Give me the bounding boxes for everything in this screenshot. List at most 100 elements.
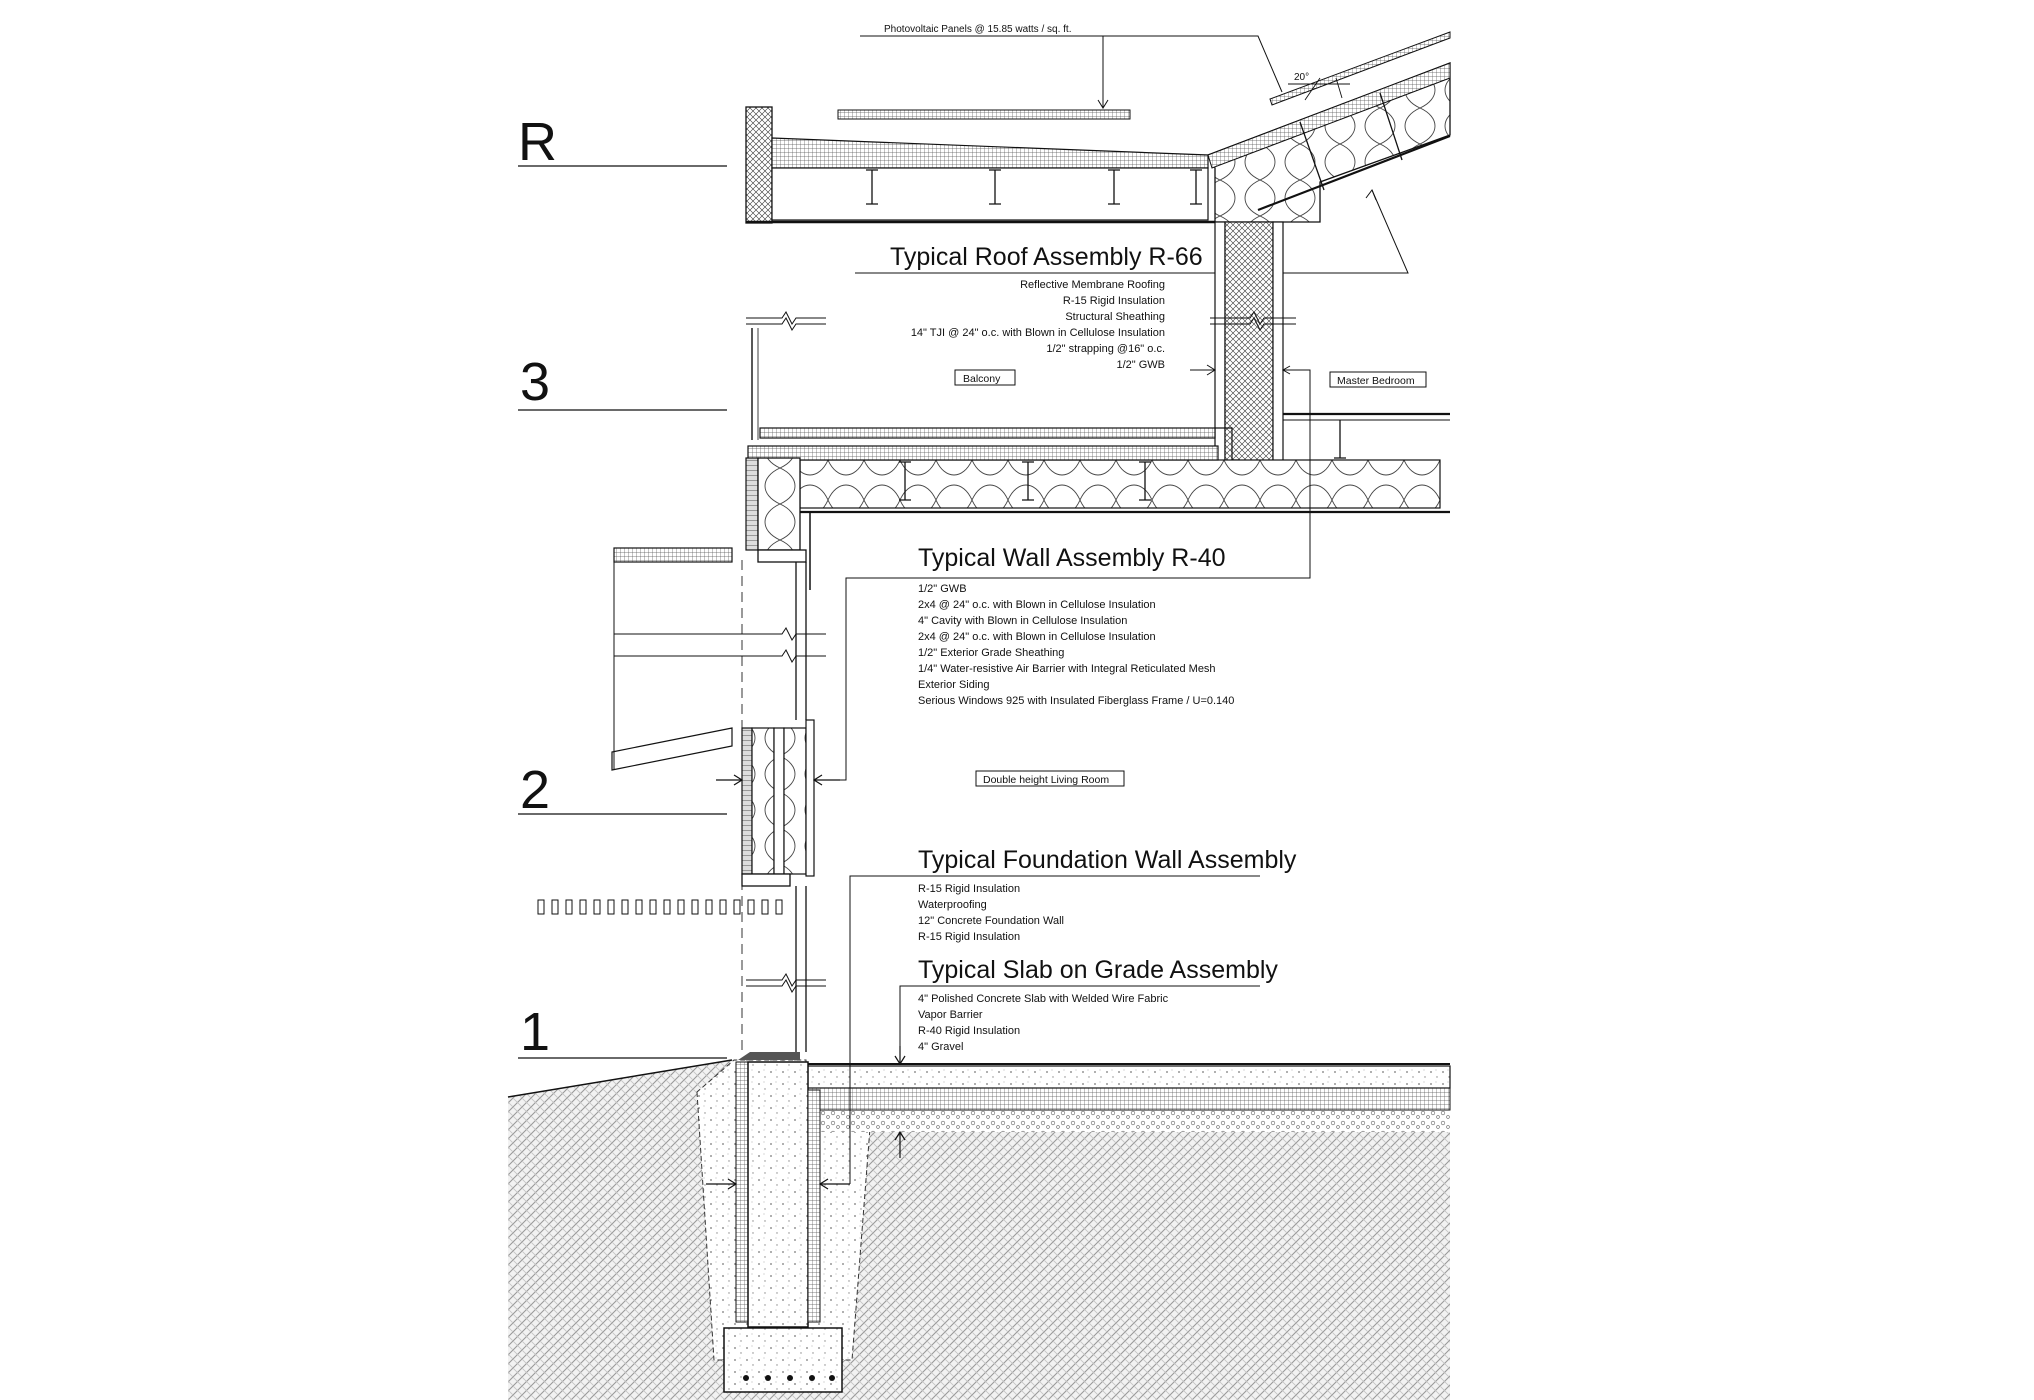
roof-assembly-label: Typical Roof Assembly R-66 Reflective Me… xyxy=(890,243,1203,371)
grade-line xyxy=(507,1059,733,1098)
wall-layer: Serious Windows 925 with Insulated Fiber… xyxy=(918,695,1234,707)
wall-label-leader xyxy=(840,369,1311,781)
foundation-layer: Waterproofing xyxy=(918,899,987,911)
master-bedroom-tag: Master Bedroom xyxy=(1337,375,1415,387)
slab-label-leader xyxy=(899,985,1260,1046)
wall-arrow-inner xyxy=(812,774,840,786)
room-tags: Balcony Master Bedroom Double height Liv… xyxy=(954,369,1427,787)
roof-assembly-drawing: Photovoltaic Panels @ 15.85 watts / sq. … xyxy=(745,24,1451,274)
balcony-tag-box xyxy=(954,369,1016,386)
roof-layer: 1/2" strapping @16" o.c. xyxy=(1046,343,1165,355)
sloped-roof-top-layer xyxy=(1207,62,1451,169)
master-bedroom-tag-box xyxy=(1329,371,1427,388)
slab-layer: R-40 Rigid Insulation xyxy=(918,1025,1020,1037)
roof-layer: 14" TJI @ 24" o.c. with Blown in Cellulo… xyxy=(911,327,1165,339)
wall-layer: 2x4 @ 24" o.c. with Blown in Cellulose I… xyxy=(918,599,1156,611)
roof-layer: Reflective Membrane Roofing xyxy=(1020,279,1165,291)
roof-label-leader xyxy=(855,189,1409,274)
pv-arrow xyxy=(1097,36,1109,109)
roof-angle-leader xyxy=(1304,77,1343,101)
concrete-slab xyxy=(799,1065,1451,1089)
foundation-assembly-title: Typical Foundation Wall Assembly xyxy=(918,846,1297,874)
pv-panel-sloped xyxy=(1269,31,1451,106)
level-markers: R 3 2 1 xyxy=(518,112,727,1062)
bedroom-wall-arrow xyxy=(1281,365,1291,375)
lower-wall-drawing xyxy=(537,364,1311,1184)
slab-layer: 4" Polished Concrete Slab with Welded Wi… xyxy=(918,993,1169,1005)
pv-leader xyxy=(860,35,1283,93)
wall-assembly-label: Typical Wall Assembly R-40 1/2" GWB 2x4 … xyxy=(918,544,1234,707)
level-1-label: 1 xyxy=(520,1002,550,1062)
bedroom-wall-insulation xyxy=(1224,221,1274,505)
foundation-layer: R-15 Rigid Insulation xyxy=(918,883,1020,895)
ground-and-foundation xyxy=(507,1046,1451,1400)
roof-tapered-insulation xyxy=(771,137,1209,169)
slab-layer: Vapor Barrier xyxy=(918,1009,983,1021)
wall-layer: 1/2" GWB xyxy=(918,583,967,595)
foundation-layer: R-15 Rigid Insulation xyxy=(918,931,1020,943)
sun-shade-upper xyxy=(613,547,733,563)
living-room-tag-box xyxy=(975,770,1125,787)
wall-layer: 2x4 @ 24" o.c. with Blown in Cellulose I… xyxy=(918,631,1156,643)
wall-layer: Exterior Siding xyxy=(918,679,990,691)
sloped-roof-ceiling xyxy=(1257,134,1451,212)
roof-tji-joists xyxy=(866,169,1202,205)
mid-wall-gwb xyxy=(805,719,815,877)
parapet xyxy=(745,106,773,224)
mid-wall-insulation-b xyxy=(783,727,807,875)
foundation-wall xyxy=(747,1061,809,1328)
sloped-roof-joists xyxy=(1299,92,1403,191)
sill-plate xyxy=(738,1052,800,1060)
wall-arrow-outer xyxy=(716,774,744,786)
window-head xyxy=(757,549,807,563)
slab-assembly-label: Typical Slab on Grade Assembly 4" Polish… xyxy=(918,956,1278,1053)
upper-exterior-wall xyxy=(757,457,801,551)
slab-arrow-up xyxy=(894,1130,906,1158)
slab-arrow-down xyxy=(894,1046,906,1066)
floor-joists xyxy=(899,420,1346,501)
floor-insulation xyxy=(799,459,1441,509)
wall-layer: 1/4" Water-resistive Air Barrier with In… xyxy=(918,663,1216,675)
roof-joist-zone xyxy=(771,167,1209,221)
deck-boards xyxy=(537,899,783,915)
roof-angle-label: 20° xyxy=(1294,72,1309,83)
break-lines xyxy=(614,311,1296,993)
wall-layer: 4" Cavity with Blown in Cellulose Insula… xyxy=(918,615,1127,627)
level-2-label: 2 xyxy=(520,760,550,820)
pv-panel-flat xyxy=(837,109,1131,120)
wall-assembly-title: Typical Wall Assembly R-40 xyxy=(918,544,1226,572)
upper-exterior-siding xyxy=(745,457,759,551)
bedroom-wall-arrow-left xyxy=(1190,364,1216,376)
balcony-deck xyxy=(759,427,1216,439)
level-3-label: 3 xyxy=(520,352,550,412)
roof-assembly-title: Typical Roof Assembly R-66 xyxy=(890,243,1203,271)
slab-insulation xyxy=(799,1087,1451,1111)
foundation-insulation-outer xyxy=(735,1061,749,1323)
third-floor-drawing xyxy=(611,221,1450,771)
sun-shade-lower xyxy=(611,727,733,771)
foundation-layer: 12" Concrete Foundation Wall xyxy=(918,915,1064,927)
living-room-tag: Double height Living Room xyxy=(983,774,1109,786)
roof-layer: Structural Sheathing xyxy=(1065,311,1165,323)
slab-assembly-title: Typical Slab on Grade Assembly xyxy=(918,956,1278,984)
roof-layer: R-15 Rigid Insulation xyxy=(1063,295,1165,307)
roof-label-arrow xyxy=(1365,188,1377,201)
foundation-label-leader xyxy=(849,875,1260,1184)
mid-wall-insulation-a xyxy=(751,727,775,875)
roof-layer: 1/2" GWB xyxy=(1116,359,1165,371)
mid-wall-cavity xyxy=(773,727,785,875)
balcony-tag: Balcony xyxy=(963,373,1001,385)
foundation-insulation-inner xyxy=(807,1089,821,1323)
footing xyxy=(723,1327,843,1393)
wall-layer: 1/2" Exterior Grade Sheathing xyxy=(918,647,1064,659)
slab-gravel xyxy=(806,1110,1450,1132)
foundation-arrow-outer xyxy=(706,1178,738,1190)
floor-sheathing xyxy=(747,445,1219,461)
mid-wall-siding xyxy=(741,727,753,875)
foundation-arrow-inner xyxy=(818,1178,850,1190)
foundation-assembly-label: Typical Foundation Wall Assembly R-15 Ri… xyxy=(918,846,1297,943)
pv-label: Photovoltaic Panels @ 15.85 watts / sq. … xyxy=(884,24,1071,35)
window-sill xyxy=(741,873,791,887)
slab-layer: 4" Gravel xyxy=(918,1041,963,1053)
